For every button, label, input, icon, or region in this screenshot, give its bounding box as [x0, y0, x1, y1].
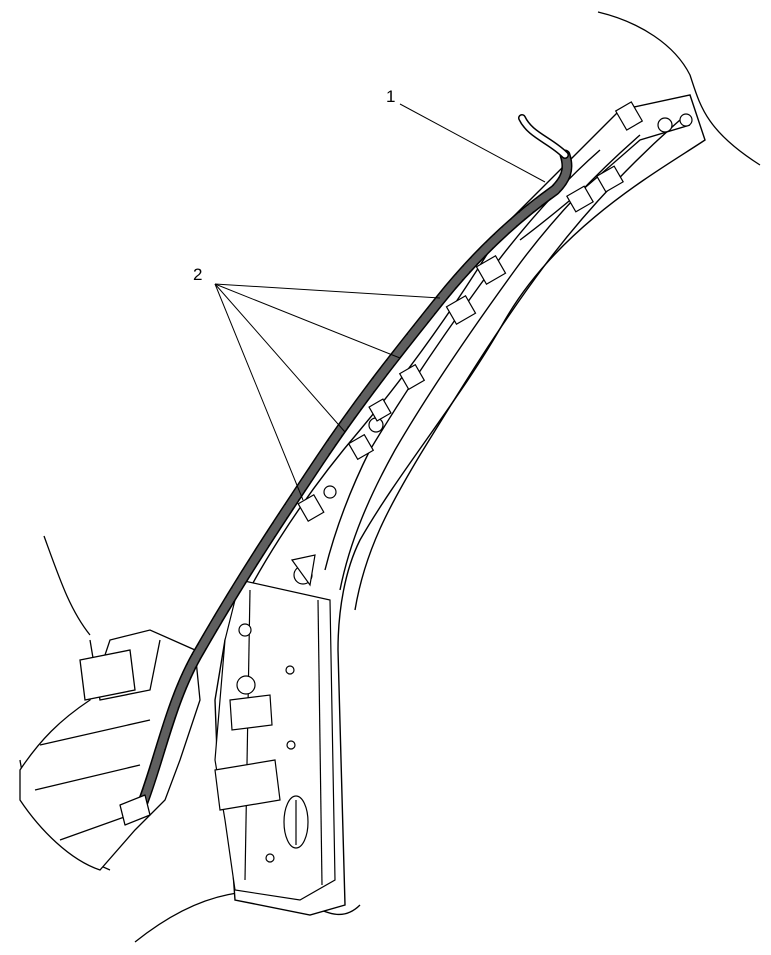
clip-a	[297, 494, 325, 522]
lower-bracket	[214, 759, 281, 811]
hole-6	[285, 665, 295, 675]
lower-left-body-curve	[43, 535, 91, 636]
hole-3	[238, 623, 252, 637]
floor-panel-outline	[19, 629, 201, 871]
hole-5	[286, 740, 296, 750]
lower-pillar-edge-2	[317, 599, 323, 886]
harness-core	[136, 151, 571, 814]
clip-e	[475, 255, 507, 285]
lower-pillar-edge	[244, 589, 251, 881]
leader-1	[399, 103, 546, 183]
leader-2d	[214, 283, 304, 501]
wiring-harness	[119, 114, 573, 826]
lower-pillar-details	[214, 554, 336, 901]
clip-b	[347, 433, 375, 461]
leader-2b	[214, 283, 401, 359]
floor-panel-rib-2	[34, 764, 141, 791]
lower-pillar-body	[214, 579, 336, 901]
clip-f	[566, 185, 594, 213]
lower-bracket-2	[229, 694, 273, 731]
floor-panel-box	[79, 649, 136, 701]
triangle-bracket	[290, 554, 316, 587]
leader-lines	[214, 103, 546, 501]
harness-tail-core	[519, 115, 568, 158]
harness-end-connector	[119, 794, 151, 826]
clip-h-hole	[657, 117, 673, 133]
callout-label-1: 1	[386, 87, 396, 106]
clip-a-hole	[323, 485, 337, 499]
clip-d	[445, 295, 477, 325]
leader-2a	[214, 283, 441, 299]
leader-2c	[214, 283, 346, 433]
floor-panel-rib-1	[39, 719, 151, 746]
clips	[297, 101, 693, 522]
pillar-inner-edge-3	[354, 119, 681, 611]
clip-i-hole	[679, 113, 693, 127]
pillar-inner-edge-1	[324, 149, 601, 571]
roof-curve-right	[597, 11, 761, 166]
floor-panel-rib-3	[59, 814, 131, 841]
clip-g	[596, 165, 624, 193]
callout-label-2: 2	[193, 265, 203, 284]
pillar-outer-edge	[214, 94, 706, 916]
hole-2	[236, 675, 256, 695]
clip-c	[398, 363, 426, 391]
lower-left-panel	[19, 629, 201, 871]
hole-4	[265, 853, 275, 863]
clip-h	[614, 101, 644, 131]
clip-b2	[368, 398, 392, 422]
